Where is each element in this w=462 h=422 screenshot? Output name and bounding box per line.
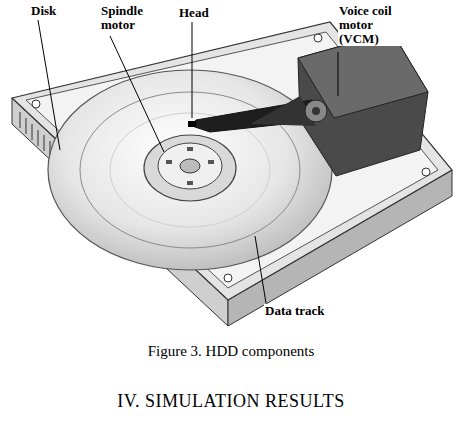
spindle-hub bbox=[158, 143, 222, 189]
hub-slots bbox=[166, 147, 214, 185]
housing-cavity bbox=[26, 32, 438, 288]
voice-coil-motor bbox=[298, 32, 428, 176]
part-label: Disk bbox=[30, 4, 57, 18]
leader-lines bbox=[38, 20, 338, 303]
head bbox=[188, 121, 196, 127]
disk bbox=[48, 70, 332, 270]
part-label: Spindle motor bbox=[100, 4, 162, 32]
figure-caption: Figure 3. HDD components bbox=[0, 342, 462, 360]
pivot bbox=[312, 107, 320, 115]
part-label: Voice coil motor (VCM) bbox=[338, 4, 416, 46]
section-heading: IV. SIMULATION RESULTS bbox=[0, 390, 462, 412]
disk-ring bbox=[110, 113, 270, 227]
spindle-hub bbox=[144, 135, 236, 201]
pivot bbox=[305, 100, 327, 122]
part-label: Data track bbox=[264, 304, 326, 318]
housing-top bbox=[12, 22, 452, 300]
spindle-center bbox=[180, 159, 200, 173]
part-label: Head bbox=[178, 6, 210, 20]
